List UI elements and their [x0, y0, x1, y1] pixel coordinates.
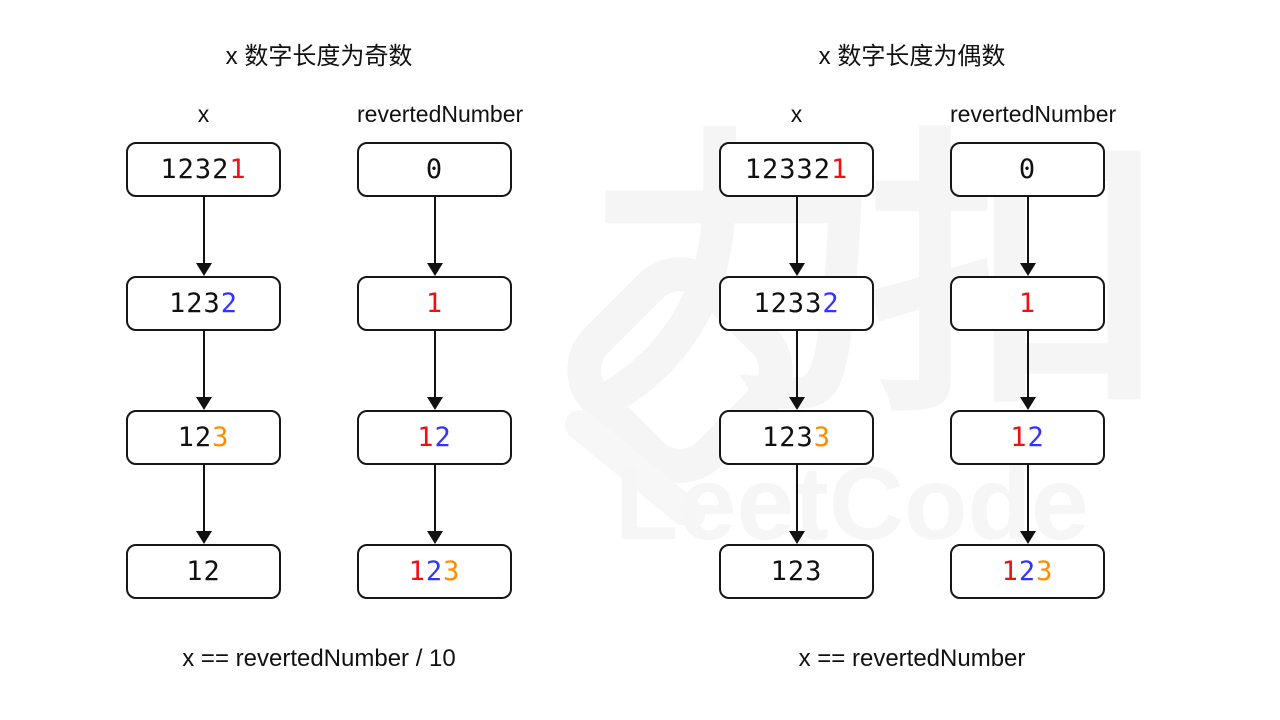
arrow-down-icon — [426, 331, 443, 410]
arrow-down-icon — [788, 197, 805, 276]
value-box: 0 — [357, 142, 512, 197]
value-box: 1 — [950, 276, 1105, 331]
panel-caption: x == revertedNumber — [798, 645, 1026, 672]
arrow-down-icon — [426, 465, 443, 544]
column-header-x: x — [197, 101, 210, 127]
column-headers: x revertedNumber — [126, 101, 524, 128]
value-box: 123 — [719, 544, 874, 599]
arrow-down-icon — [1019, 331, 1036, 410]
arrow-down-icon — [195, 331, 212, 410]
value-box: 1 — [357, 276, 512, 331]
arrow-down-icon — [788, 465, 805, 544]
column-header-x: x — [790, 101, 803, 127]
column-headers: x revertedNumber — [719, 101, 1117, 128]
panel-caption: x == revertedNumber / 10 — [182, 645, 456, 672]
arrow-down-icon — [195, 197, 212, 276]
arrow-down-icon — [1019, 465, 1036, 544]
arrow-down-icon — [788, 331, 805, 410]
value-box: 0 — [950, 142, 1105, 197]
value-box: 12 — [126, 544, 281, 599]
arrow-down-icon — [195, 465, 212, 544]
column-header-revertedNumber: revertedNumber — [357, 101, 524, 127]
panel-title: x 数字长度为偶数 — [818, 43, 1006, 70]
arrow-down-icon — [426, 197, 443, 276]
panel-title: x 数字长度为奇数 — [225, 43, 413, 70]
arrow-down-icon — [1019, 197, 1036, 276]
column-header-revertedNumber: revertedNumber — [950, 101, 1117, 127]
